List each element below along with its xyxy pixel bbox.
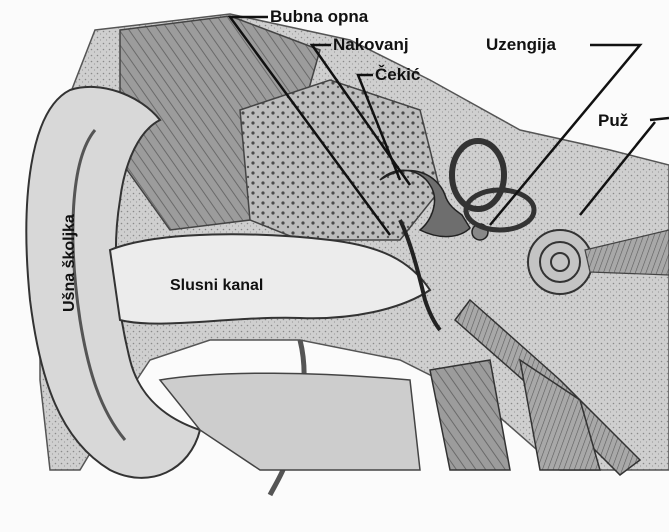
stirrup-label: Uzengija <box>486 36 556 53</box>
lower-gland-region <box>160 373 420 470</box>
ear-canal-label: Slusni kanal <box>170 278 263 294</box>
cochlea-spiral-outer <box>528 230 592 294</box>
auricle-label: Ušna školjka <box>62 214 78 312</box>
hammer-label: Čekić <box>375 66 420 83</box>
eardrum-label: Bubna opna <box>270 8 368 25</box>
leader-cochlea <box>650 118 669 120</box>
anvil-label: Nakovanj <box>333 36 409 53</box>
cochlea-label: Puž <box>598 112 628 129</box>
